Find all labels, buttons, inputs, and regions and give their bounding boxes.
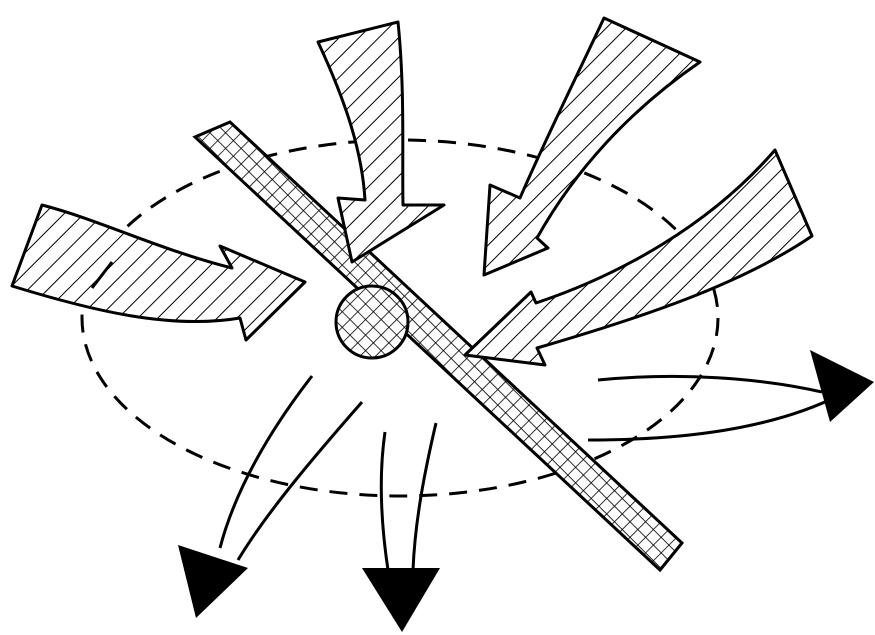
outflow-arrow-right [588,350,874,440]
inflow-arrow-top-right [484,18,700,275]
center-node [336,286,408,358]
corridor-band [195,122,682,570]
outflow-arrow-bottom [362,423,440,632]
outflow-arrow-bottom-left [178,376,362,618]
inflow-arrow-left [12,205,305,340]
